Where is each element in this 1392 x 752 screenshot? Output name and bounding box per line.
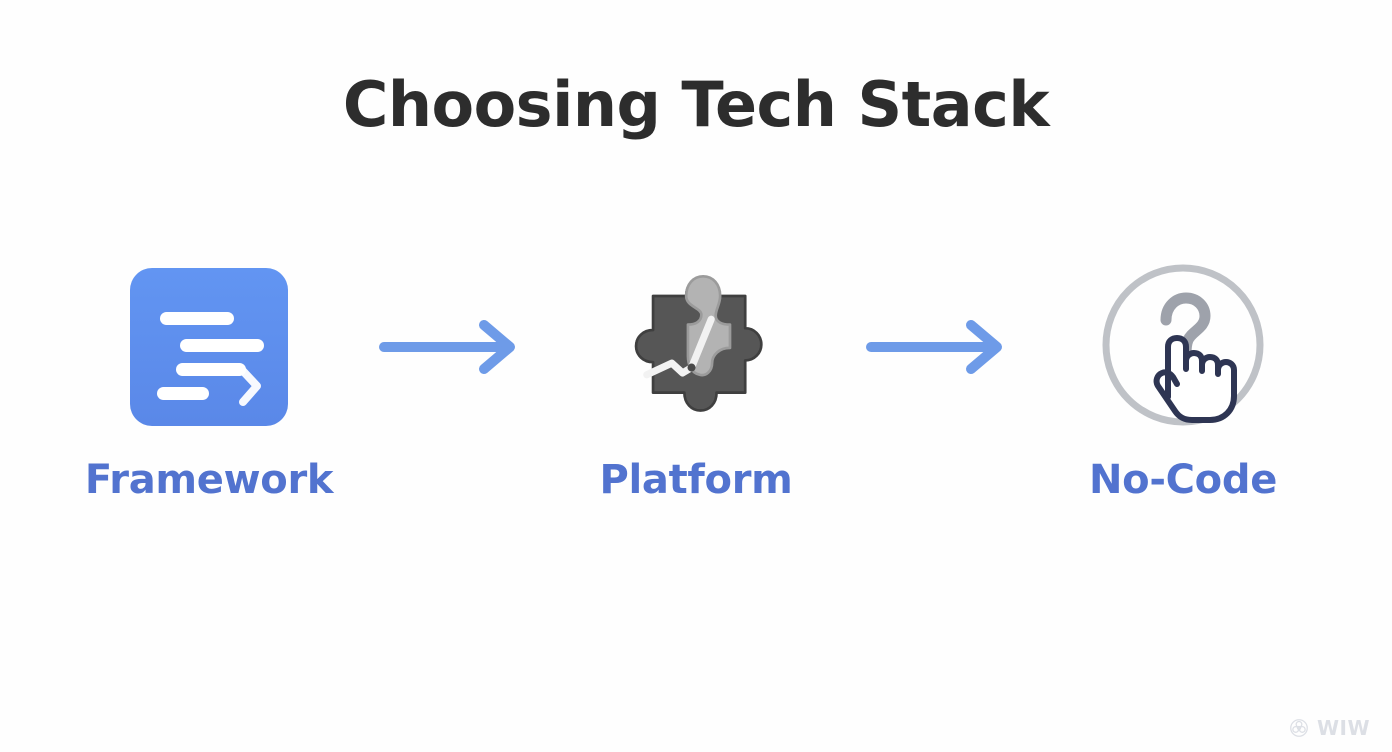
flow-step-framework[interactable]: Framework (85, 262, 333, 500)
framework-icon-wrapper (124, 262, 294, 432)
flow-connector-1 (358, 262, 548, 432)
flow-step-label-no-code: No-Code (1088, 457, 1278, 503)
page-title: Choosing Tech Stack (342, 68, 1050, 141)
arrow-right-icon (378, 320, 515, 374)
question-circle-cursor-icon (1102, 264, 1264, 426)
arrow-right-icon (865, 320, 1002, 374)
flow-connector-2 (845, 262, 1035, 432)
flow-step-label-framework: Framework (84, 457, 334, 503)
platform-icon-wrapper (611, 262, 781, 432)
circle-outline-icon (1102, 264, 1264, 426)
rosette-logo-icon (1290, 719, 1308, 737)
no-code-icon-wrapper (1098, 262, 1268, 432)
document-lines-chevron-icon (130, 268, 288, 426)
watermark-text: WIW (1316, 716, 1370, 740)
tech-stack-flow: Framework Platform (85, 262, 1296, 532)
puzzle-piece-chart-icon (634, 274, 763, 412)
flow-step-platform[interactable]: Platform (583, 262, 809, 500)
flow-step-label-platform: Platform (599, 457, 793, 503)
flow-step-no-code[interactable]: No-Code (1070, 262, 1296, 500)
watermark: WIW (1288, 716, 1370, 740)
